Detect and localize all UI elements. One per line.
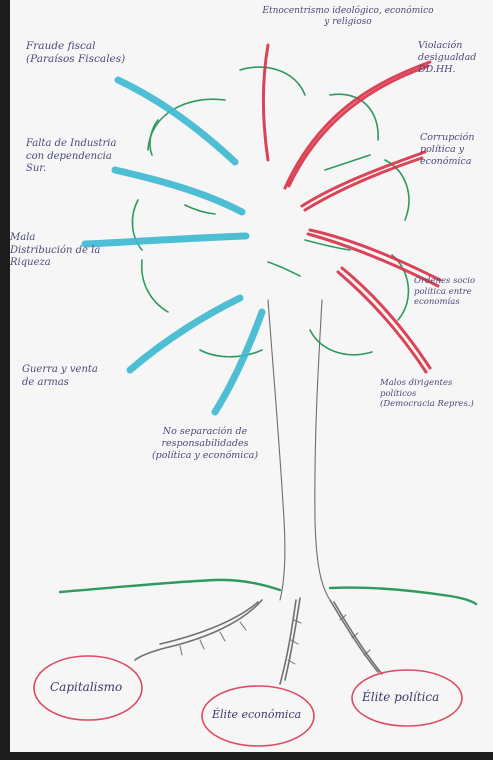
top-problem-label: Etnocentrismo ideológico, económico y re… <box>238 6 458 29</box>
left-problem-riqueza: Mala Distribución de la Riqueza <box>10 232 100 270</box>
root-label-elite-politica: Élite política <box>362 690 439 704</box>
root-label-elite-economica: Élite económica <box>212 708 301 721</box>
right-problem-ordenes: Órdenes socio política entre economías <box>414 276 475 308</box>
left-problem-guerra: Guerra y venta de armas <box>22 364 98 389</box>
root-label-capitalismo: Capitalismo <box>50 680 122 694</box>
right-problem-corrupcion: Corrupción política y económica <box>420 132 474 168</box>
center-problem-separacion: No separación de responsabilidades (polí… <box>135 426 275 462</box>
left-problem-fraude: Fraude fiscal (Paraísos Fiscales) <box>26 40 125 66</box>
right-problem-violacion: Violación desigualdad DD.HH. <box>418 40 476 76</box>
left-problem-industria: Falta de Industria con dependencia Sur. <box>26 138 116 176</box>
right-problem-dirigentes: Malos dirigentes políticos (Democracia R… <box>380 378 474 410</box>
